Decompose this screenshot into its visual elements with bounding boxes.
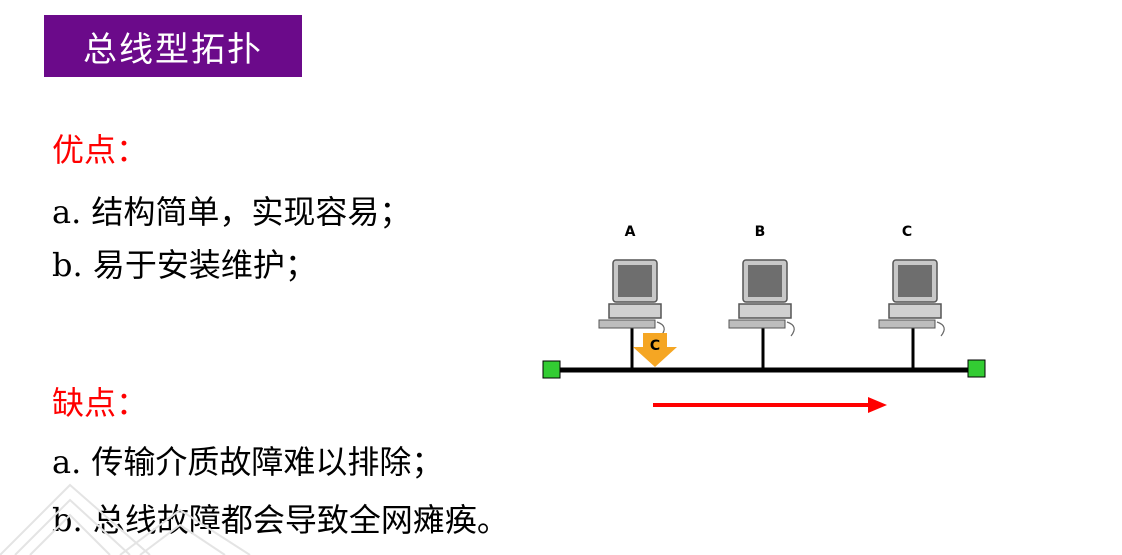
disadvantages-heading: 缺点： bbox=[52, 384, 149, 422]
signal-direction-arrow-icon bbox=[653, 397, 887, 413]
slide-title: 总线型拓扑 bbox=[44, 15, 302, 77]
left-terminator bbox=[542, 360, 561, 379]
node-label-c: C bbox=[902, 224, 912, 240]
node-label-a: A bbox=[625, 224, 636, 240]
advantage-item-b: b. 易于安装维护； bbox=[52, 246, 317, 284]
node-label-b: B bbox=[755, 224, 766, 240]
decorative-building-watermark bbox=[0, 483, 251, 555]
disadvantage-item-a: a. 传输介质故障难以排除； bbox=[52, 443, 444, 481]
disadvantage-item-b: b. 总线故障都会导致全网瘫痪。 bbox=[52, 501, 509, 539]
computer-c-icon bbox=[878, 259, 945, 337]
advantages-heading: 优点： bbox=[52, 131, 149, 169]
packet-down-arrow-icon: C bbox=[633, 333, 677, 367]
computer-a-icon bbox=[598, 259, 665, 337]
computer-b-icon bbox=[728, 259, 795, 337]
advantage-item-a: a. 结构简单，实现容易； bbox=[52, 193, 412, 231]
right-terminator bbox=[967, 359, 986, 378]
packet-label: C bbox=[650, 338, 660, 354]
bus-topology-diagram: A B C C bbox=[542, 224, 986, 413]
